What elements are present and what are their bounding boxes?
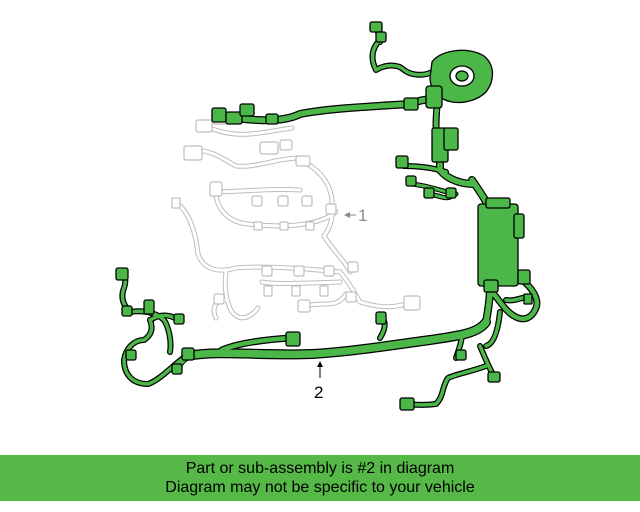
callout-2-label: 2 (314, 383, 323, 402)
banner-line-2: Diagram may not be specific to your vehi… (165, 479, 475, 496)
callout-2: 2 (314, 361, 323, 402)
callout-1: 1 (344, 206, 367, 225)
part-info-banner: Part or sub-assembly is #2 in diagram Di… (0, 455, 640, 501)
wiring-harness-diagram: 1 2 (115, 21, 541, 411)
ghost-engine-harness-part-1 (171, 111, 421, 321)
callout-1-label: 1 (358, 206, 367, 225)
banner-line-1: Part or sub-assembly is #2 in diagram (185, 460, 455, 477)
main-wiring-harness-part-2 (115, 21, 541, 411)
